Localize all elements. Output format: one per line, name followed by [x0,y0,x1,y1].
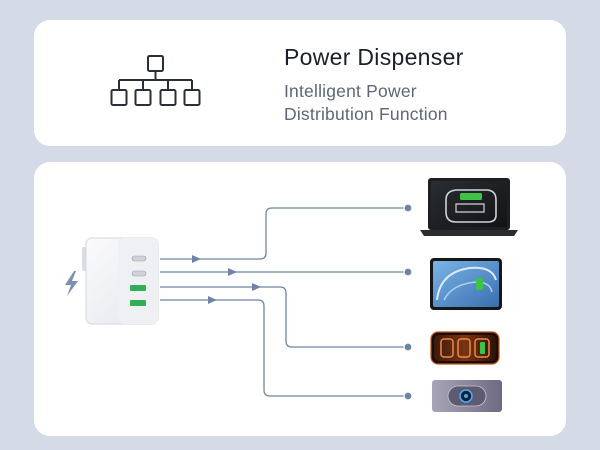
earbuds-icon [432,380,502,412]
subtitle-line-1: Intelligent Power [284,81,417,101]
usb-c-port-2 [131,270,147,277]
phone-icon [430,331,500,365]
lightning-bolt-icon [65,271,78,296]
laptop-icon [420,178,518,236]
page-subtitle: Intelligent Power Distribution Function [284,80,448,126]
hierarchy-tree-icon [110,55,201,106]
subtitle-line-2: Distribution Function [284,104,448,124]
line-to-laptop [160,207,408,260]
charger [82,237,159,325]
page-title: Power Dispenser [284,44,464,70]
header-card: Power Dispenser Intelligent Power Distri… [34,20,566,146]
usb-a-port-1 [130,285,146,291]
line-to-earbuds [160,299,408,397]
usb-c-port-1 [131,255,147,262]
tablet-icon [430,258,502,310]
line-to-phone [160,286,408,348]
usb-a-port-2 [130,300,146,306]
